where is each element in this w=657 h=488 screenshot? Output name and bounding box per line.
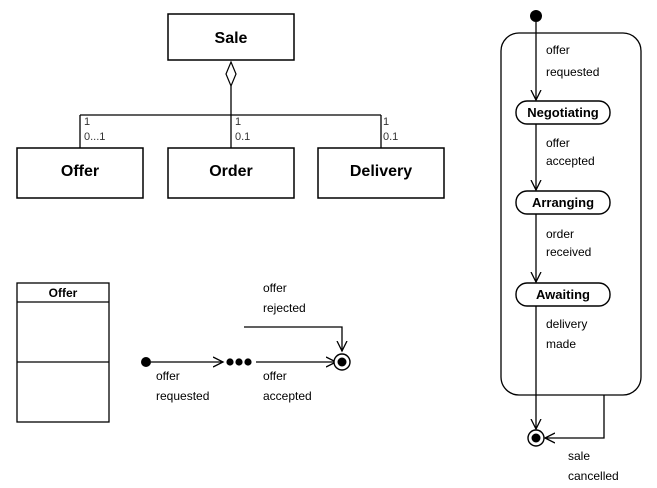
offer-accepted-label-1: offer: [263, 369, 287, 383]
offer-compartment-title: Offer: [49, 286, 78, 300]
delivery-made-label-1: delivery: [546, 317, 587, 331]
sale-initial-state: [530, 10, 542, 22]
delivery-mult-top: 1: [383, 116, 389, 128]
order-received-label-2: received: [546, 245, 591, 259]
offer-substate-ellipsis: [226, 358, 252, 366]
sale-class-box: [167, 13, 295, 61]
offer-compartment-outline: [16, 282, 110, 423]
ellipsis-dot: [226, 358, 234, 366]
offer-accepted-sale-label-2: accepted: [546, 154, 595, 168]
order-class-box: [167, 147, 295, 199]
delivery-class-box: [317, 147, 445, 199]
state-arranging-label: Arranging: [532, 195, 594, 210]
offer-mult-bottom: 0...1: [84, 131, 105, 143]
state-awaiting: [515, 282, 611, 307]
state-awaiting-label: Awaiting: [536, 287, 590, 302]
transition-sale-cancelled: [545, 395, 605, 438]
final-state-dot: [337, 357, 347, 367]
state-negotiating: [515, 100, 611, 125]
offer-class-box: [16, 147, 144, 199]
offer-rejected-label-1: offer: [263, 281, 287, 295]
delivery-mult-bottom: 0.1: [383, 131, 398, 143]
order-mult-bottom: 0.1: [235, 131, 250, 143]
offer-start-label-2: requested: [156, 389, 209, 403]
state-arranging: [515, 190, 611, 215]
sale-cancelled-label-1: sale: [568, 449, 590, 463]
offer-state-diagram: offer requested offer rejected offer acc…: [141, 281, 351, 403]
offer-accepted-sale-label-1: offer: [546, 136, 570, 150]
order-mult-top: 1: [235, 116, 241, 128]
delivery-class-title: Delivery: [350, 163, 412, 180]
offer-accepted-label-2: accepted: [263, 389, 312, 403]
state-negotiating-label: Negotiating: [527, 105, 599, 120]
offer-rejected-transition: [244, 326, 342, 351]
aggregation-diamond: [225, 60, 237, 88]
offer-requested-label-2: requested: [546, 65, 599, 79]
sale-final-state: [527, 429, 545, 447]
sale-cancelled-label-2: cancelled: [568, 469, 619, 483]
ellipsis-dot: [235, 358, 243, 366]
final-state-dot: [531, 433, 541, 443]
offer-start-label-1: offer: [156, 369, 180, 383]
ellipsis-dot: [244, 358, 252, 366]
sale-state-diagram: Negotiating Arranging Awaiting offer req…: [500, 10, 642, 483]
offer-mult-top: 1: [84, 116, 90, 128]
class-diagram: Sale 1 0...1 1 0.1 1 0.1 Offer Order Del…: [16, 13, 445, 199]
offer-final-state: [333, 353, 351, 371]
offer-initial-state: [141, 357, 151, 367]
order-class-title: Order: [209, 163, 253, 180]
offer-compartment-box: Offer: [16, 282, 110, 423]
offer-rejected-label-2: rejected: [263, 301, 306, 315]
offer-class-title: Offer: [61, 163, 99, 180]
delivery-made-label-2: made: [546, 337, 576, 351]
sale-class-title: Sale: [215, 30, 248, 47]
offer-requested-label-1: offer: [546, 43, 570, 57]
order-received-label-1: order: [546, 227, 574, 241]
